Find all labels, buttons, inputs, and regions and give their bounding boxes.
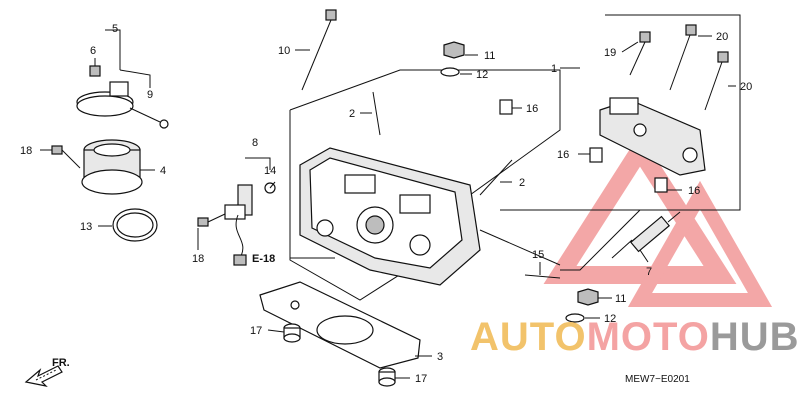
nut-11-bottom — [577, 288, 599, 306]
collar-16-right — [654, 177, 668, 193]
collar-16-left — [589, 147, 603, 163]
stud-2-left — [372, 91, 381, 136]
callout-5: 5 — [112, 23, 118, 35]
bolt-10 — [301, 9, 337, 91]
callout-2: 2 — [519, 177, 525, 189]
callout-18: 18 — [192, 253, 204, 265]
callout-13: 13 — [80, 221, 92, 233]
dowel-17-top — [283, 323, 301, 343]
callout-20: 20 — [740, 81, 752, 93]
diagram-code: MEW7−E0201 — [625, 374, 690, 385]
bolt-18-bottom — [197, 213, 226, 227]
rocker-arm-holder — [599, 97, 706, 176]
insulator — [81, 139, 143, 195]
callout-11: 11 — [615, 293, 626, 305]
collar-16-top — [499, 99, 513, 115]
front-label: FR. — [52, 357, 70, 369]
watermark-text: AUTOMOTOHUB — [470, 315, 800, 359]
washer-12-bottom — [565, 313, 585, 323]
frame-line — [479, 229, 561, 266]
washer-12-top — [440, 67, 460, 77]
callout-8: 8 — [252, 137, 258, 149]
callout-9: 9 — [147, 89, 153, 101]
dowel-17-bottom — [378, 367, 396, 387]
watermark-part-2: MOTO — [587, 315, 710, 359]
callout-17: 17 — [250, 325, 262, 337]
clamp-screw — [129, 107, 169, 129]
callout-20: 20 — [716, 31, 728, 43]
watermark-triangle-right — [627, 180, 773, 307]
callout-19: 19 — [604, 47, 616, 59]
bolt-20-top — [669, 24, 697, 91]
callout-18: 18 — [20, 145, 32, 157]
bolt-18-top — [51, 145, 81, 169]
stud-2-right — [479, 159, 513, 196]
callout-7: 7 — [646, 266, 652, 278]
stud-15 — [524, 274, 561, 279]
head-gasket — [259, 281, 421, 369]
callout-16: 16 — [557, 149, 569, 161]
callout-16: 16 — [688, 185, 700, 197]
callout-6: 6 — [90, 45, 96, 57]
temp-sensor — [224, 182, 276, 266]
nut-11-top — [443, 41, 465, 59]
watermark-part-3: HUB — [710, 315, 800, 359]
callout-3: 3 — [437, 351, 443, 363]
cylinder-head — [299, 147, 481, 286]
bolt-20-bottom — [704, 51, 729, 111]
o-ring-inner — [116, 212, 154, 238]
callout-17: 17 — [415, 373, 427, 385]
callout-10: 10 — [278, 45, 290, 57]
callout-15: 15 — [532, 249, 544, 261]
callout-1: 1 — [551, 63, 557, 75]
callout-4: 4 — [160, 165, 166, 177]
callout-12: 12 — [476, 69, 488, 81]
callout-16: 16 — [526, 103, 538, 115]
reference-label: E-18 — [252, 253, 275, 265]
front-arrow-icon — [24, 365, 63, 387]
bolt-19 — [629, 31, 651, 76]
watermark-part-1: AUTO — [470, 315, 587, 359]
callout-14: 14 — [264, 165, 276, 177]
callout-2: 2 — [349, 108, 355, 120]
callout-11: 11 — [484, 50, 495, 62]
intake-clamp — [76, 65, 134, 117]
spark-plug — [611, 211, 681, 259]
callout-12: 12 — [604, 313, 616, 325]
leader-lines — [40, 29, 736, 379]
